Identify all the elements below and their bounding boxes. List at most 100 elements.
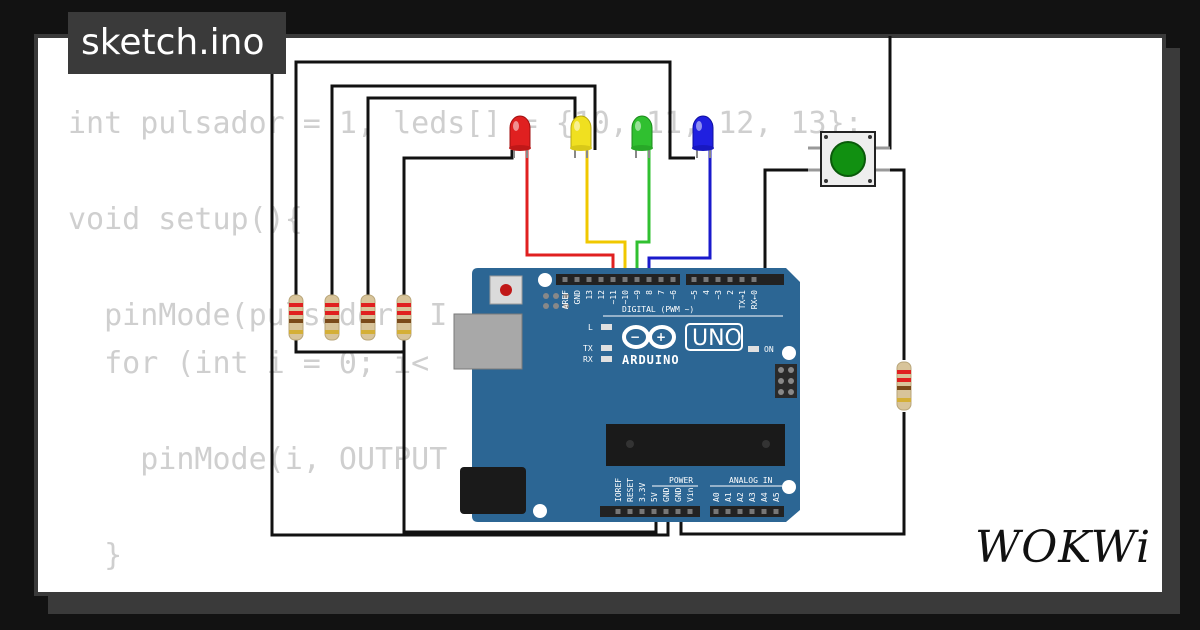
board-brand: ARDUINO xyxy=(622,353,680,367)
resistor-2 xyxy=(324,294,340,341)
power-pin-label: GND xyxy=(662,487,671,502)
power-pin[interactable] xyxy=(663,509,669,514)
digital-header-left xyxy=(556,274,680,285)
resistor-4 xyxy=(396,294,412,341)
wire-r2-top xyxy=(330,84,597,295)
digital-pin-label: ~10 xyxy=(621,290,630,305)
analog-pin[interactable] xyxy=(725,509,731,514)
led-yellow[interactable] xyxy=(570,115,592,158)
digital-pin-label: AREF xyxy=(561,290,570,309)
digital-pin-label: TX→1 xyxy=(738,290,747,309)
digital-pin-label: ~3 xyxy=(714,290,723,300)
mount-hole xyxy=(533,504,547,518)
analog-label: ANALOG IN xyxy=(729,476,773,485)
mount-hole xyxy=(782,346,796,360)
file-tab[interactable]: sketch.ino xyxy=(68,12,286,74)
tx-led xyxy=(601,345,612,351)
power-pin-label: GND xyxy=(674,487,683,502)
reset-button[interactable] xyxy=(489,275,523,305)
analog-pin[interactable] xyxy=(761,509,767,514)
digital-pin[interactable] xyxy=(658,277,664,282)
icsp-header xyxy=(543,293,569,309)
wire-button-top xyxy=(878,36,892,150)
power-jack xyxy=(460,467,526,514)
wire-yellow xyxy=(585,150,627,280)
code-line: int pulsador = 1, leds[] = {10, 11, 12, … xyxy=(68,106,863,141)
code-line: pinMode(pulsador, I xyxy=(68,298,448,333)
code-line: } xyxy=(68,538,123,573)
digital-pin-label: RX←0 xyxy=(750,290,759,309)
code-line: pinMode(i, OUTPUT xyxy=(68,442,448,477)
l-led-label: L xyxy=(588,323,593,332)
wire-blue xyxy=(647,150,712,280)
wire-r4-top xyxy=(402,150,514,295)
led-blue[interactable] xyxy=(692,115,714,158)
analog-pin-label: A3 xyxy=(748,492,757,502)
analog-pin-label: A5 xyxy=(772,492,781,502)
pushbutton[interactable] xyxy=(808,131,890,187)
arduino-infinity-logo xyxy=(622,325,676,349)
digital-pin-label: 4 xyxy=(702,290,711,295)
power-pin-label: 5V xyxy=(650,492,659,502)
power-pin-label: Vin xyxy=(686,487,695,502)
digital-pin[interactable] xyxy=(691,277,697,282)
digital-pin-label: ~11 xyxy=(609,290,618,305)
analog-pin[interactable] xyxy=(713,509,719,514)
digital-pin[interactable] xyxy=(634,277,640,282)
resistor-3 xyxy=(360,294,376,341)
digital-pin[interactable] xyxy=(727,277,733,282)
digital-pin[interactable] xyxy=(622,277,628,282)
power-pin-label: RESET xyxy=(626,478,635,502)
digital-pin[interactable] xyxy=(610,277,616,282)
digital-pin[interactable] xyxy=(586,277,592,282)
wire-resistor-bus xyxy=(294,340,406,354)
digital-pin[interactable] xyxy=(715,277,721,282)
resistor-1 xyxy=(288,294,304,341)
digital-pin[interactable] xyxy=(670,277,676,282)
board-model: UNO xyxy=(692,326,742,351)
analog-pin[interactable] xyxy=(773,509,779,514)
analog-pin-label: A4 xyxy=(760,492,769,502)
wire-pin2-button xyxy=(763,168,818,280)
led-red[interactable] xyxy=(509,115,531,158)
digital-pin[interactable] xyxy=(562,277,568,282)
resistor-button xyxy=(896,361,912,411)
on-led xyxy=(748,346,759,352)
digital-pin[interactable] xyxy=(646,277,652,282)
power-pin[interactable] xyxy=(627,509,633,514)
power-pin[interactable] xyxy=(639,509,645,514)
digital-pin[interactable] xyxy=(739,277,745,282)
power-pin[interactable] xyxy=(615,509,621,514)
wire-r1-top xyxy=(294,60,672,295)
wire-red xyxy=(525,150,615,280)
analog-pin-label: A0 xyxy=(712,492,721,502)
analog-pin[interactable] xyxy=(749,509,755,514)
svg-text:+: + xyxy=(656,330,666,344)
wire-gnd-loop xyxy=(270,42,670,537)
mount-hole xyxy=(782,480,796,494)
digital-pin[interactable] xyxy=(574,277,580,282)
digital-pin-label: 2 xyxy=(726,290,735,295)
digital-pin-label: 13 xyxy=(585,290,594,300)
uno-badge xyxy=(685,323,743,351)
code-line: void setup(){ xyxy=(68,202,303,237)
rx-led xyxy=(601,356,612,362)
power-header xyxy=(600,506,700,517)
power-pin[interactable] xyxy=(651,509,657,514)
analog-pin[interactable] xyxy=(737,509,743,514)
wire-green xyxy=(635,150,651,280)
power-label: POWER xyxy=(669,476,693,485)
digital-pin[interactable] xyxy=(598,277,604,282)
digital-pin[interactable] xyxy=(751,277,757,282)
power-pin[interactable] xyxy=(675,509,681,514)
on-label: ON xyxy=(764,345,774,354)
analog-header xyxy=(710,506,784,517)
led-green[interactable] xyxy=(631,115,653,158)
digital-header-right xyxy=(686,274,784,285)
power-pin[interactable] xyxy=(687,509,693,514)
digital-pin-label: 8 xyxy=(645,290,654,295)
digital-pin[interactable] xyxy=(703,277,709,282)
wire-r3-top xyxy=(366,96,577,295)
